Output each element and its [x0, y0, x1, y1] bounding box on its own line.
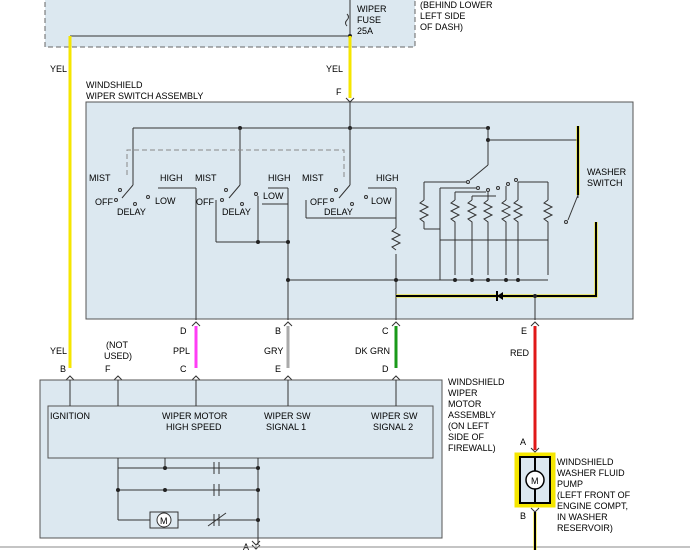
motor-pin-d: D [382, 364, 389, 374]
motor-title-7: FIREWALL) [448, 443, 496, 453]
label-signal2-1: WIPER SW [371, 411, 418, 421]
pump-pin-b: B [520, 511, 526, 521]
g3-low-label: LOW [371, 196, 392, 206]
wire-label-ppl: PPL [173, 346, 190, 356]
g1-off-label: OFF [95, 197, 113, 207]
pump-title-4: (LEFT FRONT OF [557, 490, 631, 500]
label-signal2-2: SIGNAL 2 [373, 422, 413, 432]
g3-high-label: HIGH [376, 173, 399, 183]
pump-title-2: WASHER FLUID [557, 468, 625, 478]
motor-pin-a: A [243, 542, 249, 550]
pump-title-1: WINDSHIELD [557, 457, 614, 467]
pump-motor-symbol: M [531, 476, 539, 486]
motor-title-1: WINDSHIELD [448, 377, 505, 387]
motor-title-3: MOTOR [448, 399, 482, 409]
g2-mist-label: MIST [195, 173, 217, 183]
wire-label-dk-grn: DK GRN [355, 346, 390, 356]
wire-label-not-used-2: USED) [104, 351, 132, 361]
g3-delay-label: DELAY [324, 207, 353, 217]
g3-mist-label: MIST [302, 173, 324, 183]
motor-title-4: ASSEMBLY [448, 410, 496, 420]
motor-pin-e: E [275, 364, 281, 374]
switch-pin-d: D [180, 326, 187, 336]
g2-delay-label: DELAY [222, 207, 251, 217]
fuse-label-1: WIPER [357, 4, 387, 14]
wire-label-yel-right: YEL [326, 64, 343, 74]
motor-title-2: WIPER [448, 388, 478, 398]
wiper-motor-symbol: M [160, 516, 168, 526]
pump-title-5: ENGINE COMPT, [557, 501, 628, 511]
switch-pin-c: C [382, 326, 389, 336]
g3-off-label: OFF [310, 197, 328, 207]
wire-label-yel-left: YEL [50, 64, 67, 74]
switch-pin-b: B [275, 326, 281, 336]
label-high-speed-1: WIPER MOTOR [162, 411, 228, 421]
fuse-location-2: LEFT SIDE [420, 11, 465, 21]
wire-label-yel-b: YEL [50, 346, 67, 356]
fuse-location-3: OF DASH) [420, 22, 463, 32]
g1-delay-label: DELAY [117, 207, 146, 217]
label-signal1-2: SIGNAL 1 [266, 422, 306, 432]
label-high-speed-2: HIGH SPEED [166, 422, 222, 432]
label-ignition: IGNITION [50, 411, 90, 421]
wiper-motor-assembly: IGNITION WIPER MOTOR HIGH SPEED WIPER SW… [39, 377, 505, 550]
g2-high-label: HIGH [268, 173, 291, 183]
switch-pin-f: F [336, 87, 342, 97]
switch-title-1: WINDSHIELD [86, 80, 143, 90]
g1-low-label: LOW [155, 196, 176, 206]
pump-title-6: IN WASHER [557, 512, 608, 522]
motor-title-5: (ON LEFT [448, 421, 490, 431]
fuse-label-2: FUSE [357, 15, 381, 25]
pump-title-7: RESERVOIR) [557, 523, 613, 533]
switch-pin-e: E [521, 326, 527, 336]
washer-switch-label-1: WASHER [587, 167, 627, 177]
switch-title-2: WIPER SWITCH ASSEMBLY [86, 91, 203, 101]
wire-label-red: RED [510, 348, 530, 358]
wiper-switch-assembly: WINDSHIELD WIPER SWITCH ASSEMBLY F MIST … [85, 80, 634, 336]
fuse-rating: 25A [357, 26, 373, 36]
pump-pin-a: A [520, 437, 526, 447]
pump-title-3: PUMP [557, 479, 583, 489]
washer-fluid-pump: A M B WINDSHIELD WASHER FLUID PUMP (LEFT… [514, 437, 631, 550]
motor-pin-f: F [105, 364, 111, 374]
label-signal1-1: WIPER SW [264, 411, 311, 421]
g2-low-label: LOW [263, 191, 284, 201]
motor-title-6: SIDE OF [448, 432, 485, 442]
wire-label-gry: GRY [264, 346, 283, 356]
g1-mist-label: MIST [89, 173, 111, 183]
wire-label-not-used-1: (NOT [106, 340, 128, 350]
g2-off-label: OFF [196, 197, 214, 207]
g1-high-label: HIGH [160, 173, 183, 183]
fuse-location-1: (BEHIND LOWER [420, 0, 493, 10]
motor-pin-b: B [60, 364, 66, 374]
fuse-box: WIPER FUSE 25A (BEHIND LOWER LEFT SIDE O… [44, 0, 493, 48]
washer-switch-label-2: SWITCH [587, 178, 623, 188]
motor-pin-c: C [180, 364, 187, 374]
